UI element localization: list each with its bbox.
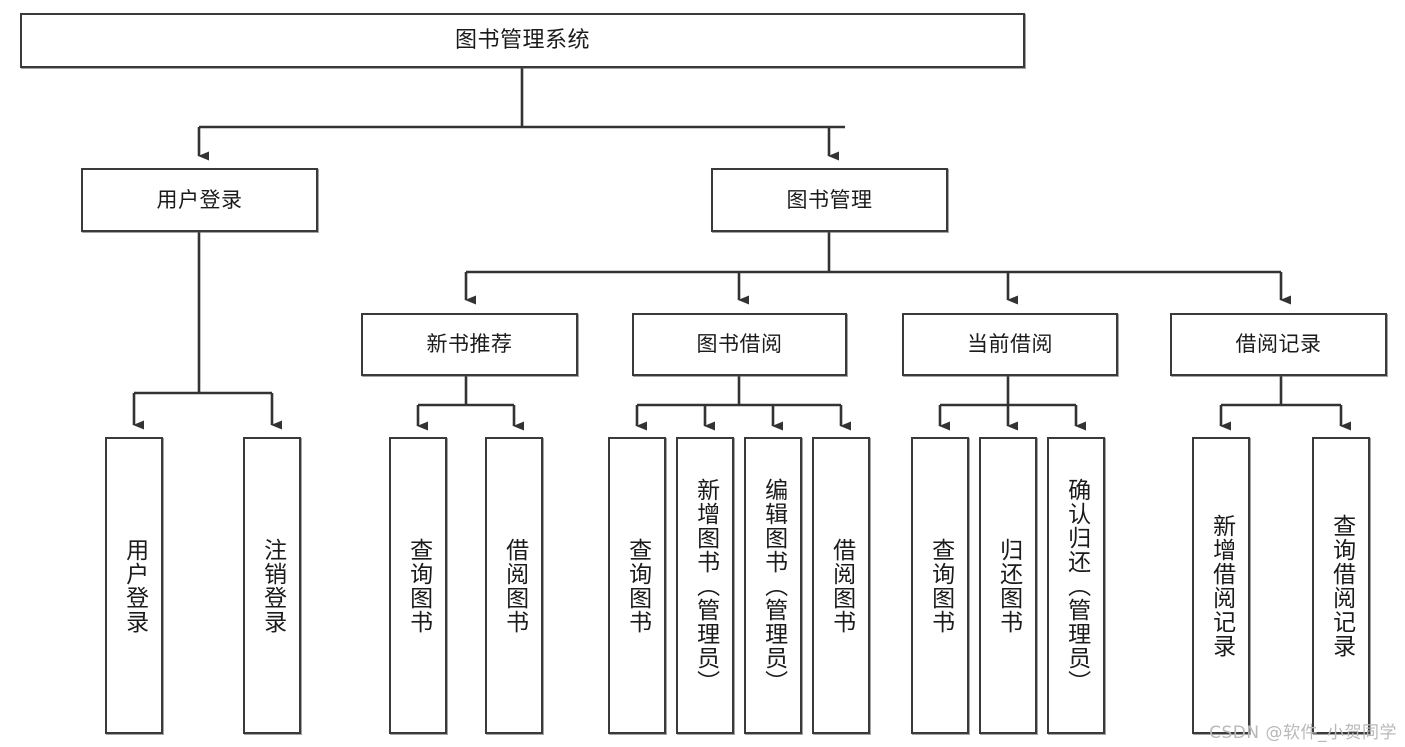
node-leaf-add-record-label: 新增借阅记录: [1208, 513, 1235, 658]
node-book-borrow-label: 图书借阅: [696, 332, 783, 357]
node-leaf-query-book-current[interactable]: 查询图书: [911, 437, 969, 734]
node-leaf-query-record-label: 查询借阅记录: [1328, 513, 1355, 658]
node-user-login-label: 用户登录: [156, 187, 243, 212]
node-leaf-borrow-book-label: 借阅图书: [828, 537, 855, 634]
node-new-book-rec[interactable]: 新书推荐: [361, 313, 578, 376]
node-leaf-borrow-book-rec[interactable]: 借阅图书: [485, 437, 543, 734]
node-leaf-borrow-book[interactable]: 借阅图书: [812, 437, 870, 734]
node-leaf-user-logout-label: 注销登录: [259, 537, 286, 634]
node-leaf-query-book-borrow[interactable]: 查询图书: [608, 437, 666, 734]
node-root[interactable]: 图书管理系统: [20, 13, 1025, 68]
node-leaf-edit-book-label: 编辑图书（管理员）: [760, 477, 787, 694]
node-leaf-borrow-book-rec-label: 借阅图书: [501, 537, 528, 634]
node-leaf-query-book-rec[interactable]: 查询图书: [389, 437, 447, 734]
node-leaf-confirm-return[interactable]: 确认归还（管理员）: [1047, 437, 1105, 734]
node-leaf-query-record[interactable]: 查询借阅记录: [1312, 437, 1370, 734]
node-leaf-add-record[interactable]: 新增借阅记录: [1192, 437, 1250, 734]
node-new-book-rec-label: 新书推荐: [426, 332, 513, 357]
node-leaf-return-book-label: 归还图书: [995, 537, 1022, 634]
node-current-borrow[interactable]: 当前借阅: [902, 313, 1118, 376]
node-leaf-query-book-borrow-label: 查询图书: [624, 537, 651, 634]
node-leaf-user-login-label: 用户登录: [121, 537, 148, 634]
node-leaf-return-book[interactable]: 归还图书: [979, 437, 1037, 734]
node-root-label: 图书管理系统: [454, 27, 590, 53]
node-book-manage[interactable]: 图书管理: [711, 168, 948, 232]
node-leaf-user-login[interactable]: 用户登录: [105, 437, 163, 734]
node-leaf-user-logout[interactable]: 注销登录: [243, 437, 301, 734]
node-book-manage-label: 图书管理: [786, 187, 873, 212]
node-leaf-edit-book[interactable]: 编辑图书（管理员）: [744, 437, 802, 734]
node-leaf-query-book-current-label: 查询图书: [927, 537, 954, 634]
node-current-borrow-label: 当前借阅: [967, 332, 1053, 357]
node-leaf-query-book-rec-label: 查询图书: [405, 537, 432, 634]
watermark-text: CSDN @软件_小贺同学: [1209, 723, 1397, 743]
node-borrow-record-label: 借阅记录: [1235, 332, 1322, 357]
node-leaf-add-book[interactable]: 新增图书（管理员）: [676, 437, 734, 734]
node-leaf-confirm-return-label: 确认归还（管理员）: [1063, 477, 1090, 694]
node-borrow-record[interactable]: 借阅记录: [1170, 313, 1387, 376]
node-leaf-add-book-label: 新增图书（管理员）: [692, 477, 719, 694]
node-book-borrow[interactable]: 图书借阅: [632, 313, 847, 376]
node-user-login[interactable]: 用户登录: [81, 168, 318, 232]
